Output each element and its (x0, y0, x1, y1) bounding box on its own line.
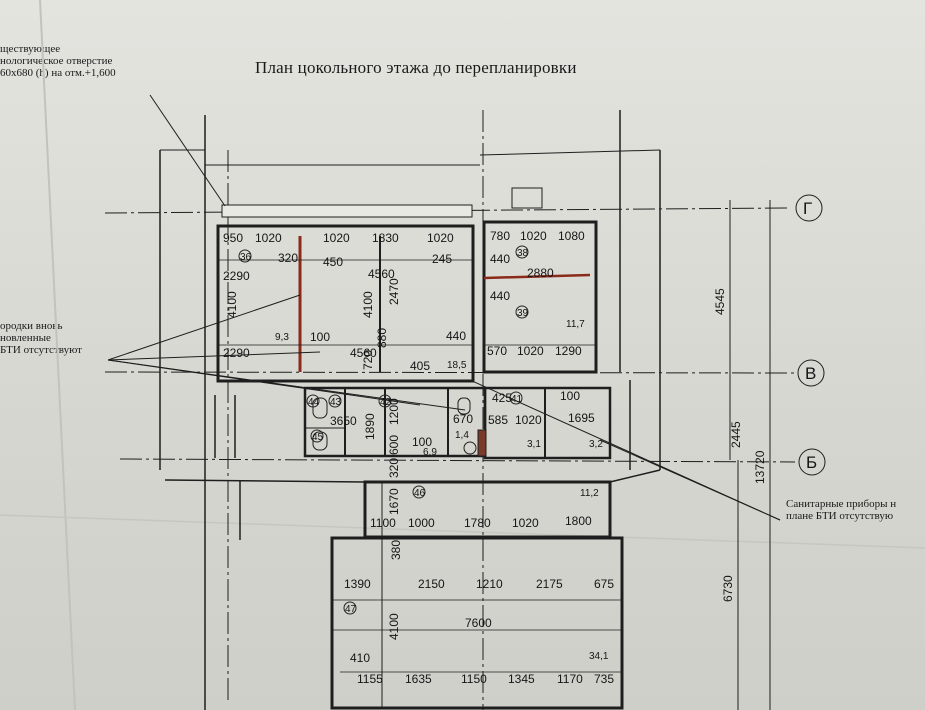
dimension-label: 440 (446, 329, 466, 343)
dimension-label: 2150 (418, 577, 445, 591)
drawing-title: План цокольного этажа до перепланировки (255, 58, 577, 77)
dimension-label: 880 (375, 328, 389, 348)
dimension-label: 2470 (387, 278, 401, 305)
dimension-label: 1020 (517, 344, 544, 358)
dimension-label: 450 (323, 255, 343, 269)
dimension-label: 2175 (536, 577, 563, 591)
dimension-label: 1020 (520, 229, 547, 243)
room-area: 3,2 (589, 439, 603, 450)
dimension-label: 4100 (361, 291, 375, 318)
room-number: 44 (308, 397, 320, 408)
dimension-label: 1100 (370, 516, 396, 530)
room-area: 3,1 (527, 439, 541, 450)
dimension-label: 735 (594, 672, 614, 686)
dimension-label: 1020 (255, 231, 282, 245)
dimension-label: 320 (387, 458, 401, 478)
dimension-label: 100 (310, 330, 330, 344)
axis-label-v: В (805, 364, 816, 383)
room-area: 1,4 (455, 430, 469, 441)
dimension-label: 6730 (721, 575, 735, 602)
room-area: 34,1 (589, 651, 609, 662)
dimension-label: 1345 (508, 672, 535, 686)
note-technological-opening: ществующее нологическое отверстие 60х680… (0, 43, 116, 79)
dimension-label: 1020 (512, 516, 539, 530)
dimension-label: 410 (350, 651, 370, 665)
dimension-label: 7600 (465, 616, 492, 630)
note-new-partitions: ородки вновь новленные БТИ отсутствуют (0, 320, 82, 356)
dimension-label: 1830 (372, 231, 399, 245)
dimension-label: 1020 (427, 231, 454, 245)
dimension-label: 600 (387, 435, 401, 455)
dimension-label: 675 (594, 577, 614, 591)
dimension-label: 2290 (223, 269, 250, 283)
dimension-label: 720 (361, 350, 375, 370)
dimension-label: 405 (410, 359, 430, 373)
room-number: 43 (330, 397, 342, 408)
dimension-label: 780 (490, 229, 510, 243)
dimension-label: 4100 (225, 291, 239, 318)
room-number: 47 (345, 604, 357, 615)
dimension-label: 4100 (387, 613, 401, 640)
axis-label-g: Г (803, 199, 812, 218)
dimension-label: 100 (560, 389, 580, 403)
dimension-label: 4560 (350, 346, 377, 360)
dimension-label: 2880 (527, 266, 554, 280)
dimension-label: 1020 (515, 413, 542, 427)
dimension-label: 4545 (713, 288, 727, 315)
room-area: 6,9 (423, 447, 437, 458)
dimension-label: 1635 (405, 672, 432, 686)
room-area: 9,3 (275, 332, 289, 343)
dimension-label: 2290 (223, 346, 250, 360)
room-area: 11,7 (566, 319, 585, 330)
dimension-label: 585 (488, 413, 508, 427)
dimension-label: 1800 (565, 514, 592, 528)
dimension-label: 1210 (476, 577, 503, 591)
dimension-label: 1000 (408, 516, 435, 530)
axis-label-b: Б (806, 453, 817, 472)
room-number: 38 (517, 248, 529, 259)
room-number: 42 (380, 397, 392, 408)
dimension-label: 440 (490, 289, 510, 303)
dimension-label: 1290 (555, 344, 582, 358)
room-number: 45 (312, 432, 324, 443)
dimension-label: 3650 (330, 414, 357, 428)
dimension-label: 425 (492, 391, 512, 405)
dimension-label: 245 (432, 252, 452, 266)
dimension-label: 570 (487, 344, 507, 358)
room-area: 11,2 (580, 488, 599, 499)
dimension-label: 1200 (387, 398, 401, 425)
dimension-label: 380 (389, 540, 403, 560)
dimension-label: 1890 (363, 413, 377, 440)
room-number: 46 (414, 488, 426, 499)
dimension-label: 100 (412, 435, 432, 449)
dimension-label: 1695 (568, 411, 595, 425)
room-number: 36 (240, 252, 252, 263)
room-number: 41 (511, 394, 523, 405)
dimension-label: 1390 (344, 577, 371, 591)
dimension-label: 1020 (323, 231, 350, 245)
dimension-label: 1155 (357, 672, 383, 686)
dimension-label: 670 (453, 412, 473, 426)
note-sanitary-fixtures: Санитарные приборы н плане БТИ отсутству… (786, 498, 897, 522)
dimension-label: 320 (278, 251, 298, 265)
dimension-label: 950 (223, 231, 243, 245)
dimension-label: 1080 (558, 229, 585, 243)
dimension-label: 13720 (753, 450, 767, 484)
dimension-label: 4560 (368, 267, 395, 281)
dimension-label: 1780 (464, 516, 491, 530)
dimension-label: 1150 (461, 672, 487, 686)
dimension-label: 1170 (557, 672, 583, 686)
room-number: 39 (517, 308, 529, 319)
room-area: 18,5 (447, 360, 467, 371)
dimension-label: 2445 (729, 421, 743, 448)
dimension-label: 1670 (387, 488, 401, 515)
dimension-label: 440 (490, 252, 510, 266)
